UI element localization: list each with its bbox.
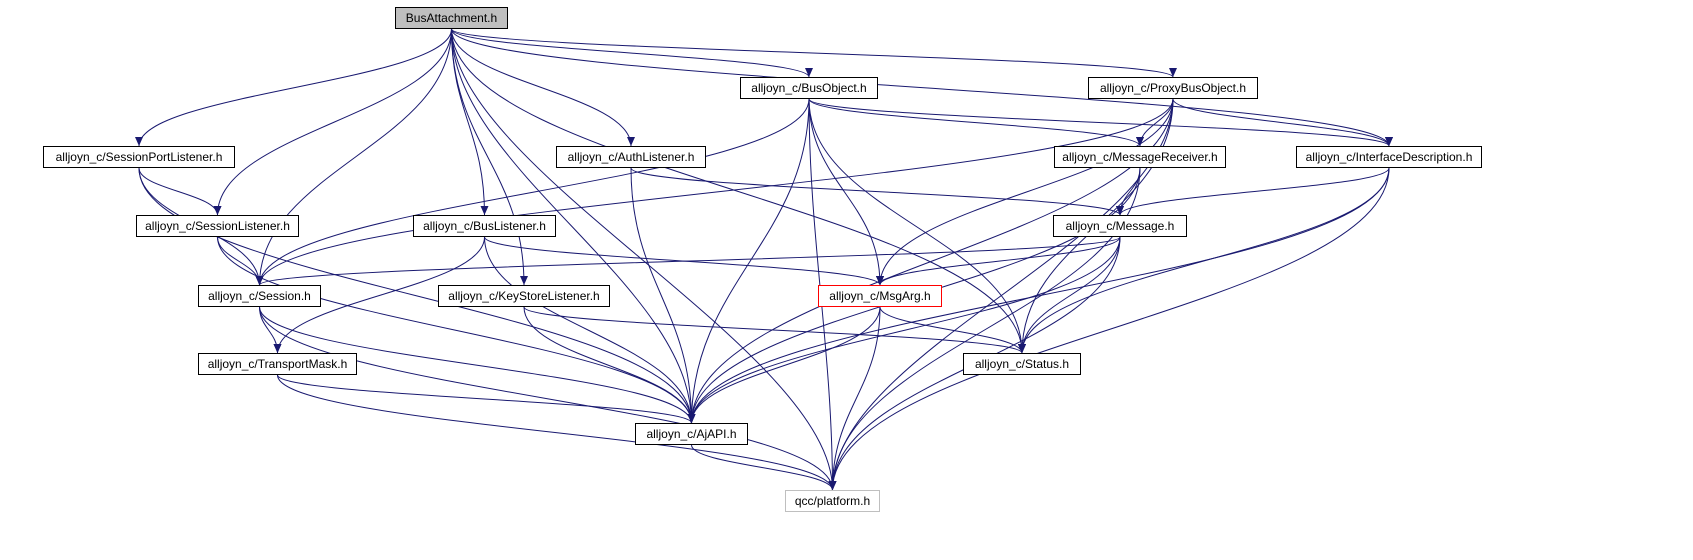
- node-message[interactable]: alljoyn_c/Message.h: [1053, 215, 1187, 237]
- arrowhead-bus_attachment-to-session_port_listener: [135, 137, 143, 146]
- edge-session_port_listener-to-session_listener: [138, 167, 218, 216]
- edge-message-to-session: [259, 236, 1121, 286]
- edge-bus_attachment-to-interface_description: [451, 28, 1390, 147]
- arrowhead-message-to-session: [255, 276, 264, 285]
- node-msg-arg[interactable]: alljoyn_c/MsgArg.h: [818, 285, 942, 307]
- edge-bus_attachment-to-session: [259, 28, 452, 286]
- edge-bus_attachment-to-proxy_bus_object: [451, 28, 1174, 78]
- edge-session_listener-to-session: [217, 236, 260, 286]
- arrowhead-bus_attachment-to-key_store_listener: [520, 276, 528, 285]
- edge-bus_listener-to-transport_mask: [277, 236, 485, 354]
- edge-bus_attachment-to-status: [451, 28, 1023, 354]
- edge-bus_object-to-status: [808, 98, 1023, 354]
- edge-bus_attachment-to-bus_object: [451, 28, 810, 78]
- arrowhead-proxy_bus_object-to-interface_description: [1385, 137, 1393, 146]
- edge-proxy_bus_object-to-interface_description: [1172, 98, 1390, 147]
- arrowhead-session_port_listener-to-session_listener: [213, 206, 222, 215]
- edge-transport_mask-to-aj_api: [277, 374, 692, 424]
- node-transport-mask[interactable]: alljoyn_c/TransportMask.h: [198, 353, 357, 375]
- edge-msg_arg-to-status: [879, 306, 1023, 354]
- edge-bus_attachment-to-key_store_listener: [451, 28, 525, 286]
- edge-proxy_bus_object-to-session: [259, 98, 1174, 286]
- edge-bus_object-to-message_receiver: [808, 98, 1141, 147]
- edge-session-to-platform: [259, 306, 833, 491]
- edge-message-to-status: [1021, 236, 1121, 354]
- node-proxy-bus-object[interactable]: alljoyn_c/ProxyBusObject.h: [1088, 77, 1258, 99]
- node-platform[interactable]: qcc/platform.h: [785, 490, 880, 512]
- arrowhead-interface_description-to-message: [1116, 206, 1124, 215]
- edge-message-to-msg_arg: [879, 236, 1121, 286]
- node-interface-description[interactable]: alljoyn_c/InterfaceDescription.h: [1296, 146, 1482, 168]
- node-status[interactable]: alljoyn_c/Status.h: [963, 353, 1081, 375]
- node-key-store-listener[interactable]: alljoyn_c/KeyStoreListener.h: [438, 285, 610, 307]
- edge-bus_attachment-to-auth_listener: [451, 28, 632, 147]
- arrowhead-bus_attachment-to-proxy_bus_object: [1169, 68, 1177, 77]
- edge-aj_api-to-platform: [691, 444, 833, 491]
- edge-bus_object-to-interface_description: [808, 98, 1390, 147]
- edge-bus_object-to-aj_api: [691, 98, 810, 424]
- arrowhead-aj_api-to-platform: [828, 481, 837, 490]
- edge-session_port_listener-to-aj_api: [138, 167, 692, 424]
- arrowhead-bus_attachment-to-auth_listener: [627, 137, 635, 146]
- edge-session-to-aj_api: [259, 306, 692, 424]
- edge-interface_description-to-aj_api: [691, 167, 1390, 424]
- arrowhead-bus_attachment-to-bus_object: [805, 68, 813, 77]
- arrowhead-bus_attachment-to-bus_listener: [480, 206, 489, 215]
- edge-transport_mask-to-platform: [277, 374, 833, 491]
- node-aj-api[interactable]: alljoyn_c/AjAPI.h: [635, 423, 748, 445]
- edge-bus_listener-to-aj_api: [484, 236, 692, 424]
- edge-session_listener-to-aj_api: [217, 236, 692, 424]
- node-session-listener[interactable]: alljoyn_c/SessionListener.h: [136, 215, 299, 237]
- edge-key_store_listener-to-aj_api: [523, 306, 692, 424]
- edge-bus_attachment-to-session_port_listener: [138, 28, 452, 147]
- node-session[interactable]: alljoyn_c/Session.h: [198, 285, 321, 307]
- edge-bus_object-to-msg_arg: [808, 98, 881, 286]
- edge-msg_arg-to-aj_api: [691, 306, 881, 424]
- edge-auth_listener-to-aj_api: [630, 167, 692, 424]
- node-bus-object[interactable]: alljoyn_c/BusObject.h: [740, 77, 878, 99]
- edge-auth_listener-to-message: [630, 167, 1121, 216]
- arrowhead-transport_mask-to-aj_api: [687, 414, 696, 423]
- edge-key_store_listener-to-status: [523, 306, 1023, 354]
- node-message-receiver[interactable]: alljoyn_c/MessageReceiver.h: [1054, 146, 1226, 168]
- arrowhead-proxy_bus_object-to-message_receiver: [1136, 137, 1144, 146]
- edge-msg_arg-to-platform: [832, 306, 881, 491]
- node-bus-attachment[interactable]: BusAttachment.h: [395, 7, 508, 29]
- edge-bus_attachment-to-session_listener: [217, 28, 452, 216]
- edge-bus_object-to-session: [259, 98, 810, 286]
- edge-interface_description-to-message: [1119, 167, 1390, 216]
- edge-bus_attachment-to-platform: [451, 28, 833, 491]
- edge-interface_description-to-platform: [832, 167, 1390, 491]
- edge-bus_attachment-to-aj_api: [451, 28, 692, 424]
- node-bus-listener[interactable]: alljoyn_c/BusListener.h: [413, 215, 556, 237]
- edge-message-to-aj_api: [691, 236, 1121, 424]
- node-auth-listener[interactable]: alljoyn_c/AuthListener.h: [556, 146, 706, 168]
- arrowhead-session-to-transport_mask: [273, 344, 282, 353]
- arrowhead-msg_arg-to-status: [1018, 344, 1026, 353]
- arrowhead-message-to-msg_arg: [876, 276, 884, 285]
- node-session-port-listener[interactable]: alljoyn_c/SessionPortListener.h: [43, 146, 235, 168]
